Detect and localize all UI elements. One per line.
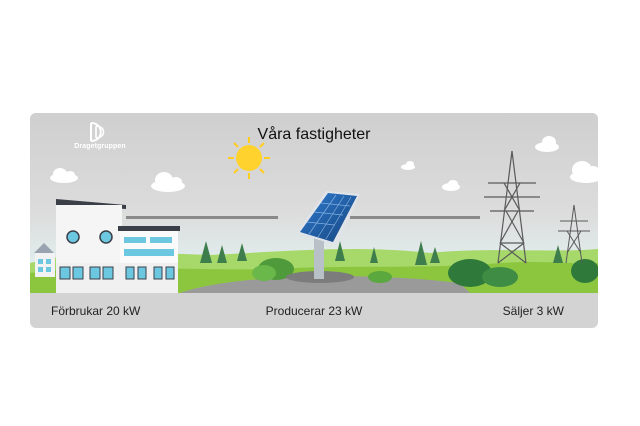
cloud-icon [535,136,559,152]
building-icon [56,199,180,293]
cloud-icon [50,168,78,183]
power-tower-icon [558,204,590,264]
pine-trees [200,241,563,265]
sales-label: Säljer 3 kW [502,304,564,318]
company-logo: Dragetgruppen [68,121,132,150]
solar-panel-icon [286,191,360,283]
sun-icon [228,137,270,179]
power-line-right [350,216,480,219]
cloud-icon [401,161,415,170]
production-label: Producerar 23 kW [265,304,363,318]
page-title: Våra fastigheter [257,126,371,143]
logo-mark-icon [90,122,105,142]
consumption-label: Förbrukar 20 kW [51,304,141,318]
energy-scene-illustration [30,113,598,293]
power-line-left [126,216,278,219]
small-house [34,243,55,277]
energy-widget: Dragetgruppen Våra fastigheter Förbrukar… [30,113,598,328]
cloud-icon [570,161,598,183]
logo-text: Dragetgruppen [74,143,126,150]
bushes [252,258,598,287]
energy-stats-bar: Förbrukar 20 kW Producerar 23 kW Säljer … [30,293,598,328]
cloud-icon [151,172,185,192]
power-tower-icon [484,150,540,264]
road [180,276,470,293]
cloud-icon [442,180,460,191]
